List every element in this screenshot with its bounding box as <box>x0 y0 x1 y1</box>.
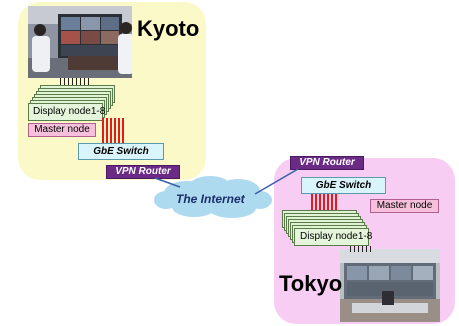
tokyo-master-node: Master node <box>370 199 439 213</box>
tokyo-display-wall-photo <box>340 249 440 322</box>
kyoto-display-wall-photo <box>28 6 132 78</box>
internet-cloud <box>154 176 272 218</box>
kyoto-display-nodes-label: Display node1-8 <box>33 106 106 117</box>
tokyo-gbe-switch: GbE Switch <box>301 177 386 194</box>
tokyo-router-link <box>254 168 299 195</box>
kyoto-router-link <box>154 177 181 188</box>
kyoto-gbe-switch: GbE Switch <box>78 143 164 160</box>
internet-label: The Internet <box>176 192 245 206</box>
tokyo-vpn-router: VPN Router <box>290 156 364 170</box>
tokyo-display-nodes-label: Display node1-8 <box>300 231 373 242</box>
kyoto-display-node-stack: Display node1-8 <box>28 85 128 127</box>
tokyo-label: Tokyo <box>279 271 343 296</box>
tokyo-display-node-stack: Display node1-8 <box>282 210 382 252</box>
kyoto-vpn-router: VPN Router <box>106 165 180 179</box>
kyoto-master-node: Master node <box>28 123 96 137</box>
kyoto-label: Kyoto <box>137 16 200 41</box>
